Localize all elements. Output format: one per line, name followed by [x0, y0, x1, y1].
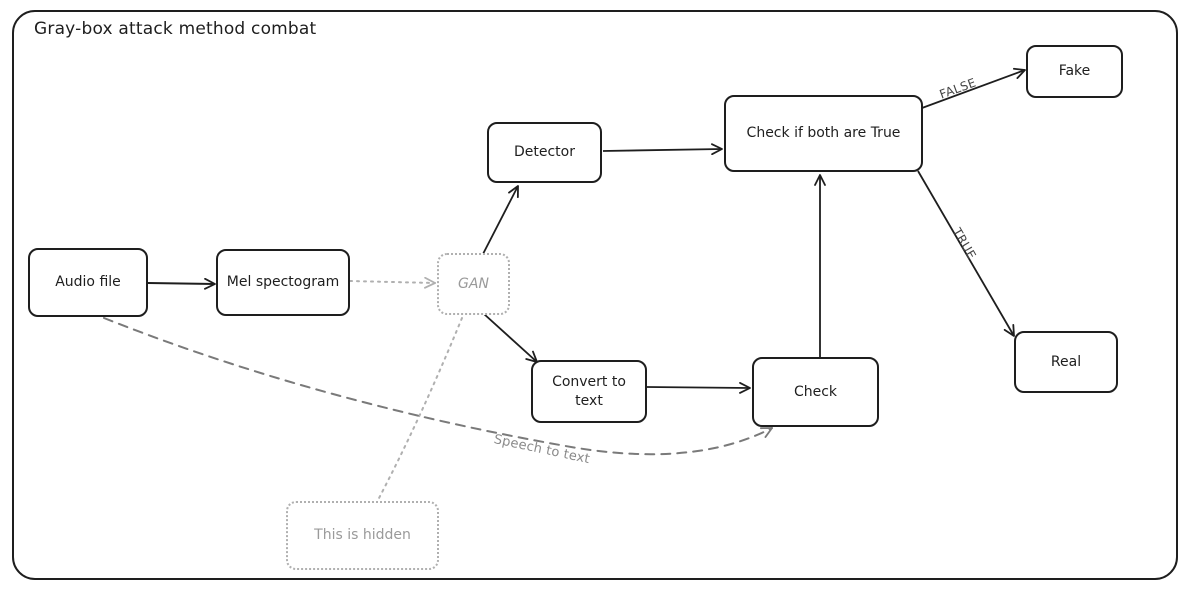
edge-audio-to-mel: [147, 277, 216, 290]
node-check-label: Check: [793, 383, 838, 400]
node-mel-spectogram-label: Mel spectogram: [226, 274, 340, 290]
node-check-both-true[interactable]: Check if both are True: [724, 95, 923, 172]
edge-audio-to-check-speech: [103, 317, 773, 456]
node-check[interactable]: Check: [752, 357, 879, 427]
edge-gan-to-detector: [482, 185, 519, 255]
node-gan[interactable]: GAN: [437, 253, 510, 315]
edge-checkboth-to-fake: [921, 67, 1026, 109]
edge-mel-to-gan: [349, 276, 436, 289]
edge-gan-to-convert: [483, 313, 538, 363]
edge-gan-to-hidden: [377, 317, 463, 501]
node-fake-label: Fake: [1058, 63, 1091, 79]
node-audio-file-label: Audio file: [55, 274, 121, 290]
node-detector-label: Detector: [513, 144, 575, 160]
edge-checkboth-to-real: [917, 170, 1015, 337]
node-fake[interactable]: Fake: [1026, 45, 1123, 98]
node-hidden-label: This is hidden: [314, 527, 411, 543]
edge-convert-to-check: [646, 382, 751, 394]
node-check-both-true-label: Check if both are True: [746, 125, 901, 141]
node-real-label: Real: [1050, 353, 1082, 370]
node-detector[interactable]: Detector: [487, 122, 602, 183]
node-real[interactable]: Real: [1014, 331, 1118, 393]
node-mel-spectogram[interactable]: Mel spectogram: [216, 249, 350, 316]
node-convert-to-text[interactable]: Convert to text: [531, 360, 647, 423]
node-audio-file[interactable]: Audio file: [28, 248, 148, 317]
edge-detector-to-checkboth: [602, 143, 723, 156]
node-convert-to-text-label: Convert to text: [552, 373, 626, 409]
node-gan-label: GAN: [458, 275, 489, 292]
frame-border: [12, 10, 1178, 580]
frame-title: Gray-box attack method combat: [34, 19, 317, 39]
node-hidden[interactable]: This is hidden: [286, 501, 439, 570]
